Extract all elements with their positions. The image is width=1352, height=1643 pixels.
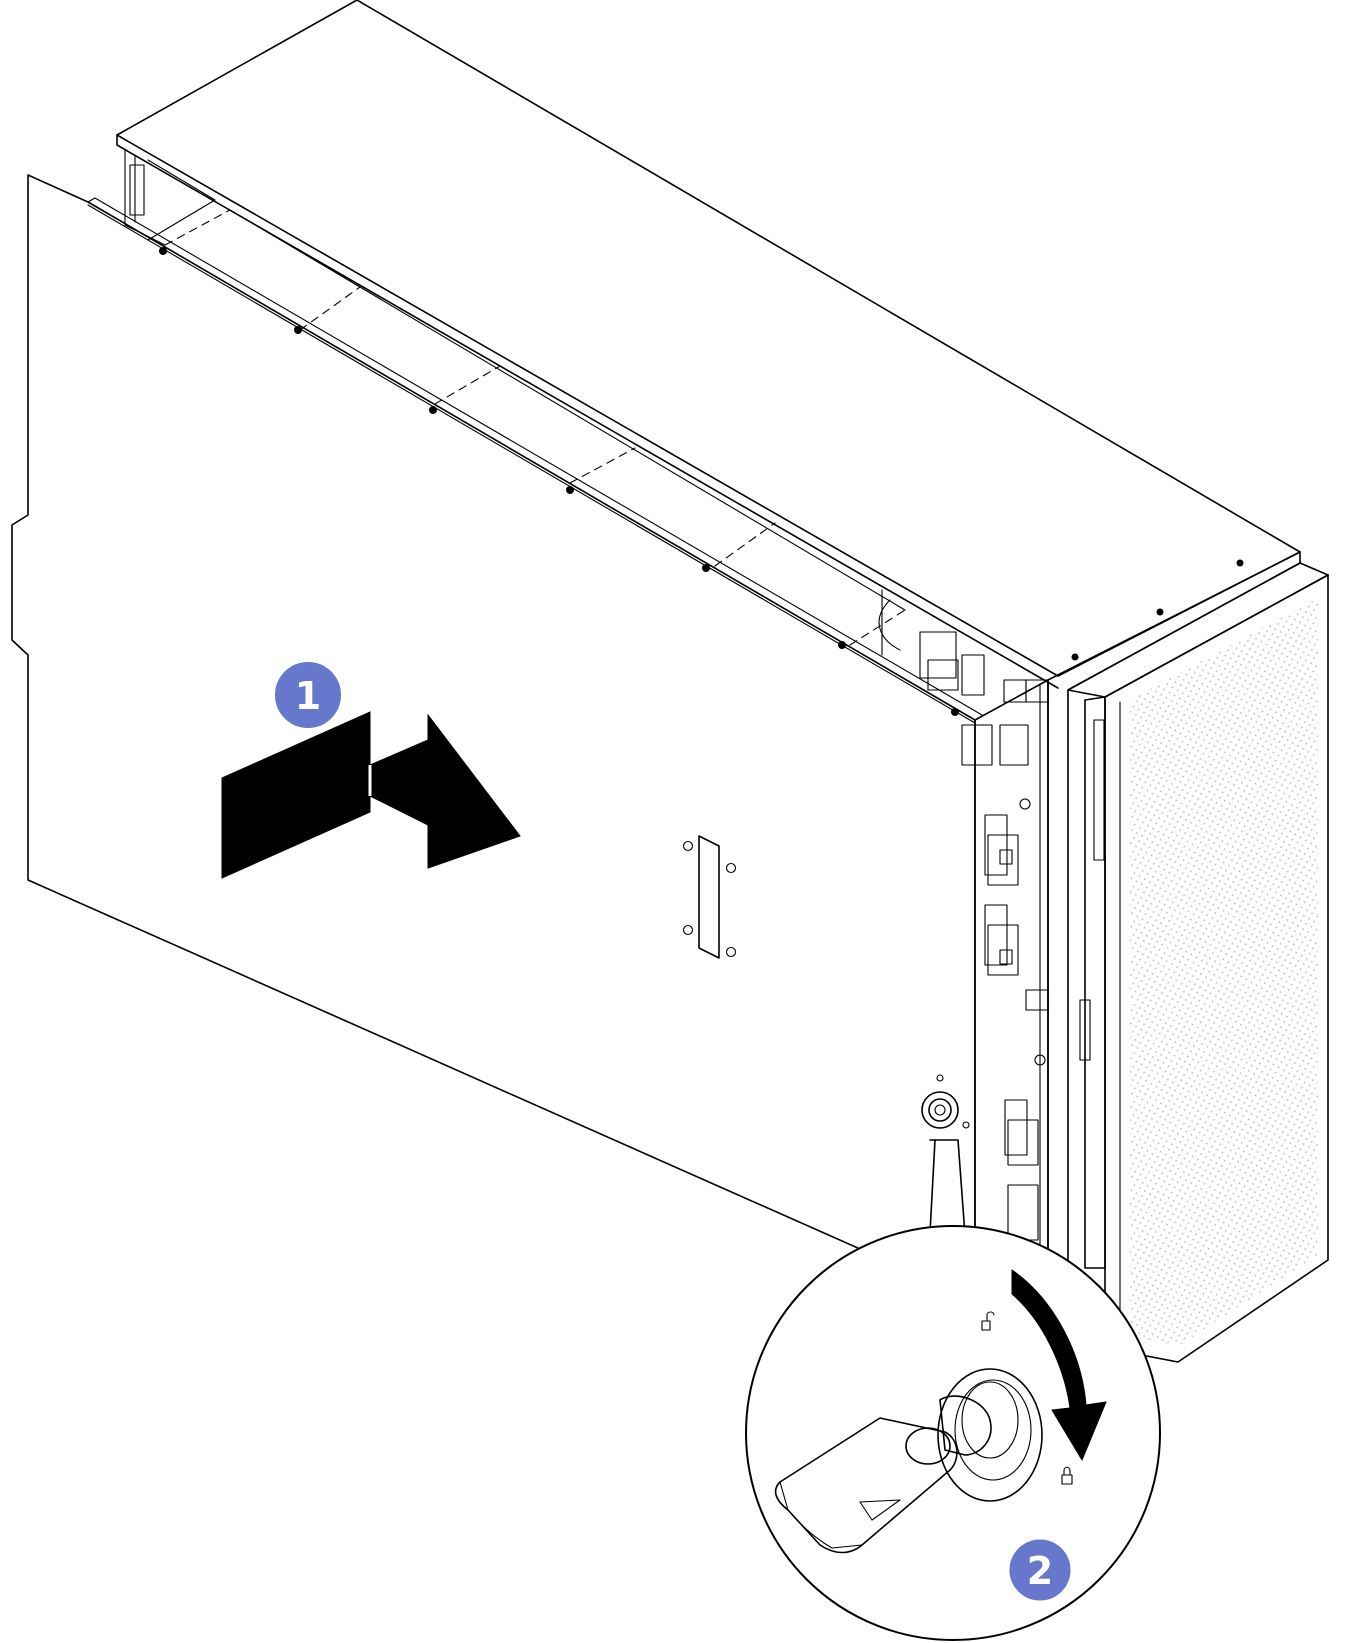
step-1-number: 1	[295, 674, 321, 718]
bezel-vent-mesh	[1130, 598, 1318, 1345]
step-2-callout: 2	[1006, 1536, 1074, 1604]
chassis-top	[116, 0, 1301, 689]
step-1-callout: 1	[271, 658, 345, 732]
key-lock-detail-callout: 2	[745, 1139, 1161, 1641]
turn-direction-arrow	[1011, 1269, 1107, 1461]
step-2-number: 2	[1027, 1549, 1053, 1593]
locked-padlock-icon	[1061, 1466, 1073, 1485]
side-cover	[11, 174, 983, 1301]
chassis-rear-frame	[974, 679, 1049, 1301]
unlocked-padlock-icon	[981, 1311, 995, 1331]
